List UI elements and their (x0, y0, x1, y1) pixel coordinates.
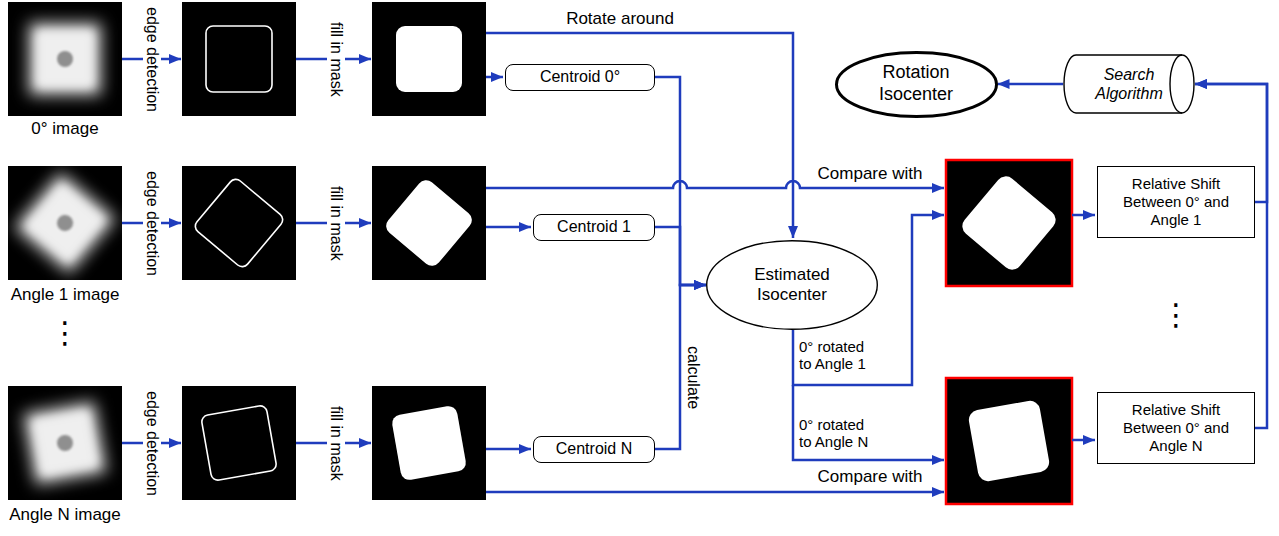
step-label: fill in mask (327, 185, 345, 262)
step-label: fill in mask (327, 21, 345, 98)
node-text: Centroid N (556, 439, 632, 458)
ellipsis-mark: ⋮ (1160, 300, 1192, 330)
centroid-box: Centroid N (533, 436, 655, 463)
node-content: Rotation Isocenter (861, 62, 971, 105)
caption-label: 0° rotated to Angle 1 (798, 338, 878, 373)
node-text: Search Algorithm (1084, 65, 1174, 103)
source-image (8, 166, 122, 280)
caption-label: 0° image (30, 119, 99, 139)
node-content: Search Algorithm (1084, 65, 1174, 103)
ellipsis-mark: ⋮ (49, 318, 81, 348)
result-ellipse: Rotation Isocenter (835, 51, 998, 118)
step-label: edge detection (143, 170, 161, 277)
ellipse-outline (836, 52, 996, 116)
centroid-box: Centroid 0° (505, 64, 655, 91)
caption-label: 0° rotated to Angle N (798, 416, 878, 451)
caption-label: Rotate around (565, 9, 675, 29)
edge-label: calculate (684, 345, 702, 410)
wire (486, 448, 531, 451)
rotated-mask (946, 378, 1072, 504)
node-text: Centroid 0° (540, 67, 620, 86)
node-content: Centroid N (556, 439, 632, 458)
caption-label: Compare with (817, 164, 924, 184)
step-label: edge detection (143, 390, 161, 497)
node-content: Centroid 1 (557, 217, 631, 236)
centroid-box: Centroid 1 (533, 214, 655, 241)
shift-box: Relative Shift Between 0° and Angle 1 (1097, 166, 1255, 238)
node-content: Centroid 0° (540, 67, 620, 86)
caption-label: Angle 1 image (10, 285, 121, 305)
caption-label: Compare with (817, 467, 924, 487)
wire (486, 76, 503, 79)
wire (486, 226, 531, 229)
wire (793, 385, 944, 460)
mask-image (372, 2, 486, 116)
node-text: Relative Shift Between 0° and Angle 1 (1107, 175, 1245, 229)
flow-arrow (655, 227, 706, 285)
isocenter-ellipse: Estimated Isocenter (706, 240, 878, 330)
node-text: Relative Shift Between 0° and Angle N (1107, 401, 1245, 455)
flow-arrow (1195, 84, 1267, 428)
wire (486, 491, 944, 494)
caption-label: Angle N image (8, 505, 122, 525)
node-content: Relative Shift Between 0° and Angle N (1107, 401, 1245, 455)
mask-image (372, 386, 486, 500)
search-drum: Search Algorithm (1063, 54, 1195, 114)
wire (486, 33, 793, 238)
search-drum-outline (1063, 54, 1195, 114)
flow-arrow (655, 77, 706, 285)
edge-image (182, 386, 296, 500)
node-text: Estimated Isocenter (732, 265, 852, 306)
node-content: Estimated Isocenter (732, 265, 852, 306)
node-text: Centroid 1 (557, 217, 631, 236)
step-label: edge detection (143, 6, 161, 113)
source-image (8, 386, 122, 500)
node-content: Relative Shift Between 0° and Angle 1 (1107, 175, 1245, 229)
step-label: fill in mask (327, 405, 345, 482)
wire (1072, 214, 1095, 217)
flow-arrow (655, 285, 706, 449)
mask-image (372, 166, 486, 280)
drum-face (1170, 55, 1182, 113)
flow-arrow (998, 83, 1064, 86)
node-text: Rotation Isocenter (861, 62, 971, 105)
rotated-mask (946, 160, 1072, 286)
edge-image (182, 166, 296, 280)
ellipse-outline (707, 241, 878, 330)
drum-outline (1064, 55, 1194, 113)
wire (1072, 439, 1095, 442)
wires (122, 33, 1095, 492)
edge-image (182, 2, 296, 116)
source-image (8, 2, 122, 116)
shift-box: Relative Shift Between 0° and Angle N (1097, 392, 1255, 464)
